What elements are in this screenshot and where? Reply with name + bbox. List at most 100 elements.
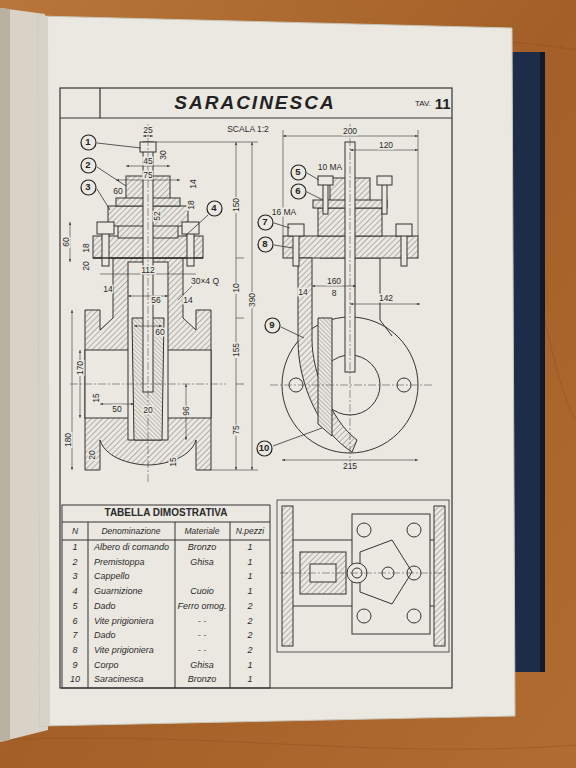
callout-outline (207, 201, 222, 216)
table-cell: 1 (246, 558, 253, 567)
dimension-label: 390 (248, 292, 257, 308)
table-cell: Dado (93, 602, 117, 611)
table-cell: N (71, 527, 79, 536)
sheet-number: TAV. (415, 99, 431, 108)
table-cell: Ghisa (189, 661, 215, 670)
drawing-title: SARACINESCA (174, 92, 335, 114)
table-cell: 10 (69, 676, 81, 685)
callout-number: 4 (206, 200, 223, 217)
table-cell: 6 (71, 617, 78, 626)
table-cell: Corpo (93, 661, 120, 670)
dimension-label: SCALA 1:2 (226, 125, 270, 134)
dimension-label: 10 (232, 282, 241, 293)
dimension-label: 10 MA (317, 163, 344, 172)
dimension-label: 20 (142, 406, 153, 415)
dimension-label: 75 (232, 424, 241, 435)
table-cell: Guarnizione (93, 587, 144, 596)
dimension-label: 60 (112, 187, 123, 196)
callout-outline (258, 237, 273, 252)
callout-number-text: 6 (295, 186, 300, 196)
dimension-label: 50 (111, 405, 122, 414)
dimension-label: 14 (102, 285, 113, 294)
table-cell: Materiale (184, 527, 221, 536)
callout-number-text: 8 (262, 239, 267, 249)
callout-outline (81, 135, 96, 150)
callout-number: 9 (264, 317, 281, 334)
dimension-label: 200 (342, 127, 358, 136)
table-cell: Vite prigioniera (93, 617, 155, 626)
dimension-label: 180 (64, 432, 73, 448)
table-cell: 2 (246, 631, 253, 640)
table-cell: 1 (71, 543, 78, 552)
table-cell: 1 (246, 543, 253, 552)
callout-number: 3 (80, 179, 97, 196)
callout-number-text: 10 (259, 443, 270, 453)
callout-outline (81, 158, 96, 173)
dimension-label: 155 (232, 342, 241, 358)
dimension-label: 14 (189, 178, 198, 189)
callout-number: 8 (257, 236, 274, 253)
dimension-label: 14 (182, 296, 193, 305)
dimension-label: 30 (159, 149, 168, 160)
table-cell: 2 (246, 646, 253, 655)
dimension-label: 25 (142, 126, 153, 135)
dimension-label: 30×4 Q (190, 277, 220, 286)
table-cell: Ferro omog. (176, 602, 227, 611)
callout-number-text: 5 (295, 167, 300, 177)
sheet-number: 11 (435, 95, 451, 112)
callout-number: 10 (256, 440, 273, 457)
table-cell: Albero di comando (93, 543, 170, 552)
table-cell: Bronzo (187, 676, 218, 685)
table-cell: 5 (71, 602, 78, 611)
callout-outline (265, 318, 280, 333)
callout-number-text: 7 (262, 217, 267, 227)
table-title: TABELLA DIMOSTRATIVA (104, 508, 229, 519)
callout-number-text: 2 (85, 160, 90, 170)
callout-number: 2 (80, 157, 97, 174)
table-cell: 2 (246, 617, 253, 626)
callout-outline (257, 441, 272, 456)
dimension-label: 150 (232, 197, 241, 213)
table-cell: 3 (71, 573, 78, 582)
dimension-label: 20 (82, 260, 91, 271)
callout-number: 6 (290, 183, 307, 200)
dimension-label: 45 (142, 157, 153, 166)
table-cell: 9 (71, 661, 78, 670)
callout-outline (81, 180, 96, 195)
dimension-label: 15 (169, 456, 178, 467)
table-cell: Dado (93, 631, 117, 640)
table-cell: 1 (246, 573, 253, 582)
dimension-label: 52 (153, 210, 162, 221)
dimension-label: 16 MA (271, 208, 298, 217)
table-cell: Cuoio (189, 587, 215, 596)
table-cell: 1 (246, 587, 253, 596)
dimension-label: 60 (62, 236, 71, 247)
table-cell: Ghisa (189, 558, 215, 567)
table-cell: N.pezzi (235, 527, 265, 536)
table-cell: Vite prigioniera (93, 646, 155, 655)
table-cell: 1 (246, 661, 253, 670)
dimension-label: 170 (76, 360, 85, 376)
table-cell: - - (197, 631, 208, 640)
dimension-label: 120 (378, 141, 394, 150)
callout-outline (291, 165, 306, 180)
dimension-label: 20 (88, 449, 97, 460)
table-cell: Saracinesca (93, 676, 145, 685)
dimension-label: 56 (150, 296, 161, 305)
dimension-label: 60 (154, 328, 165, 337)
table-cell: - - (197, 646, 208, 655)
dimension-label: 215 (342, 462, 358, 471)
dimension-label: 96 (182, 405, 191, 416)
callout-number-text: 4 (211, 203, 216, 213)
dimension-label: 8 (331, 289, 338, 298)
callout-number: 1 (80, 134, 97, 151)
dimension-label: 15 (92, 392, 101, 403)
table-cell: Premistoppa (93, 558, 146, 567)
table-cell: - - (197, 617, 208, 626)
callout-number-text: 3 (85, 182, 90, 192)
sheet-number-box: TAV. 11 (410, 88, 456, 118)
table-cell: Denominazione (100, 527, 161, 536)
dimension-label: 14 (297, 288, 308, 297)
